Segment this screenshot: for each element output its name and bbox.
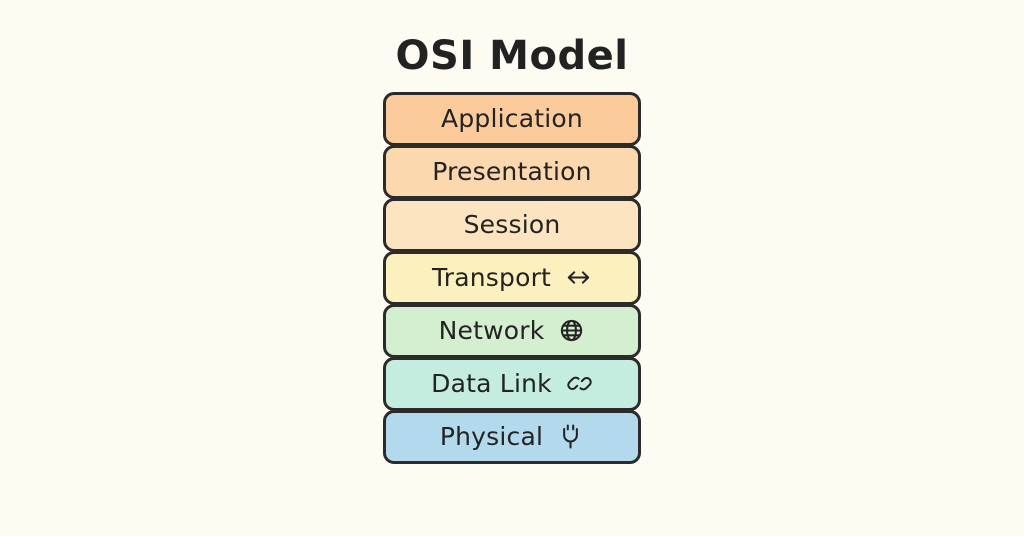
plug-icon (557, 423, 584, 450)
layer-label: Data Link (431, 368, 552, 398)
link-icon (566, 370, 593, 397)
osi-layer-presentation[interactable]: Presentation (383, 145, 641, 199)
layer-label: Transport (431, 262, 552, 292)
osi-layer-physical[interactable]: Physical (383, 410, 641, 464)
osi-layer-transport[interactable]: Transport (383, 251, 641, 305)
diagram-title: OSI Model (395, 33, 629, 79)
layer-content: Transport (432, 264, 592, 291)
layer-content: Network (439, 317, 586, 344)
layer-label: Network (438, 315, 545, 345)
layer-label: Application (441, 103, 583, 133)
osi-layer-data-link[interactable]: Data Link (383, 357, 641, 411)
osi-layer-session[interactable]: Session (383, 198, 641, 252)
layer-label: Session (463, 209, 561, 239)
layer-content: Application (441, 106, 583, 131)
osi-layer-network[interactable]: Network (383, 304, 641, 358)
layer-content: Presentation (432, 159, 591, 184)
left-right-arrow-icon (565, 264, 592, 291)
osi-layer-application[interactable]: Application (383, 92, 641, 146)
layer-content: Data Link (431, 370, 593, 397)
layer-content: Session (464, 212, 561, 237)
layer-label: Presentation (432, 156, 592, 186)
layer-label: Physical (439, 421, 544, 451)
layer-content: Physical (440, 423, 584, 450)
globe-icon (558, 317, 585, 344)
